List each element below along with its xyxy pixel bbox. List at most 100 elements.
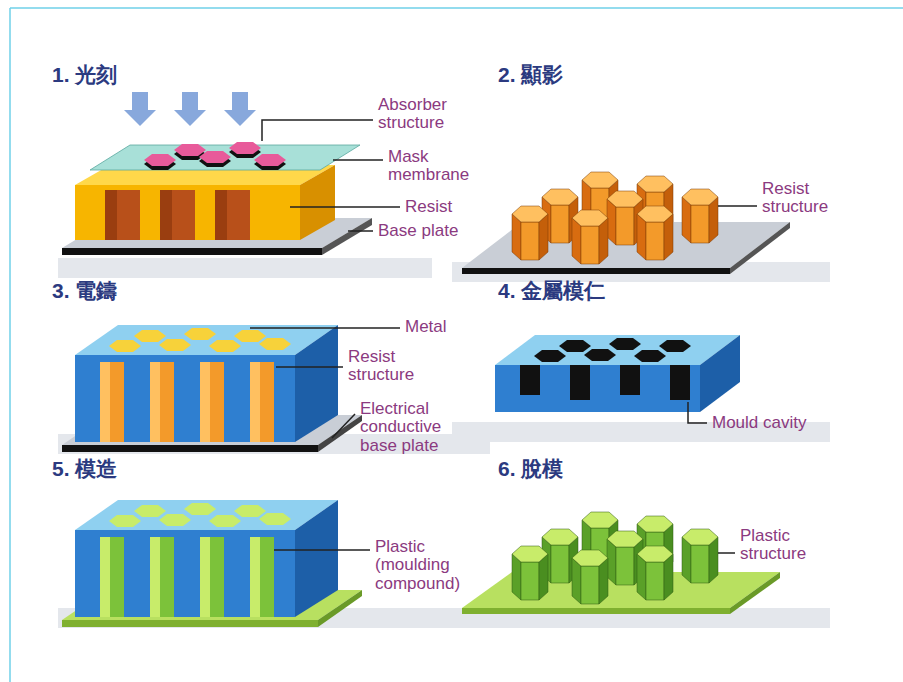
absorber-structure: [144, 154, 176, 166]
plastic-column: [512, 546, 548, 600]
page-frame: [10, 8, 903, 682]
callout-label: Absorber structure: [378, 96, 488, 133]
callout-label: Metal: [405, 318, 485, 336]
metal-block: [75, 355, 295, 442]
mask-membrane: [90, 145, 360, 170]
metal-mould: [584, 349, 616, 361]
x-ray-arrow: [174, 92, 206, 126]
absorber-structure: [229, 142, 261, 154]
metal-block: [150, 537, 160, 617]
metal-block: [159, 339, 191, 351]
base-plate: [322, 218, 372, 255]
metal-mould: [495, 335, 740, 412]
metal-block: [250, 537, 274, 617]
resist-block: [75, 165, 335, 240]
step-title: 3. 電鑄: [52, 278, 252, 303]
resist-block: [215, 190, 227, 240]
leader-line: [333, 159, 383, 161]
metal-mould: [659, 340, 691, 352]
metal-mould: [670, 365, 690, 400]
resist-block: [105, 190, 140, 240]
metal-block: [209, 340, 241, 352]
leader-line: [250, 327, 400, 329]
metal-block: [295, 500, 338, 617]
resist-column: [512, 206, 548, 260]
metal-block: [259, 338, 291, 350]
metal-block: [100, 537, 124, 617]
metal-block: [250, 362, 274, 442]
metal-block: [134, 505, 166, 517]
absorber-structure: [254, 154, 286, 166]
metal-block: [259, 513, 291, 525]
metal-block: [75, 500, 338, 530]
plastic-column: [682, 529, 718, 583]
metal-block: [250, 362, 260, 442]
page-frame: [9, 8, 11, 682]
callout-label: Plastic (moulding compound): [375, 538, 475, 593]
metal-block: [75, 500, 338, 617]
shadow-band: [58, 258, 432, 278]
metal-block: [100, 362, 110, 442]
metal-block: [200, 537, 210, 617]
metal-block: [150, 537, 174, 617]
resist-block: [160, 190, 195, 240]
leader-line: [274, 549, 370, 551]
resist-column: [637, 206, 673, 260]
metal-mould: [534, 350, 566, 362]
metal-block: [109, 515, 141, 527]
metal-block: [75, 325, 338, 355]
metal-block: [150, 362, 160, 442]
resist-block: [75, 185, 300, 240]
metal-mould: [520, 365, 540, 395]
leader-line: [276, 366, 343, 368]
metal-block: [250, 537, 260, 617]
leader-line: [290, 206, 400, 208]
metal-block: [200, 537, 224, 617]
base-plate: [62, 248, 322, 255]
absorber-structure: [199, 151, 231, 163]
x-ray-arrow: [124, 92, 256, 126]
metal-block: [100, 362, 124, 442]
callout-label: Mould cavity: [712, 414, 852, 432]
metal-block: [209, 515, 241, 527]
base-plate: [730, 222, 790, 274]
callout-label: Resist structure: [762, 180, 862, 217]
shadow-band: [58, 258, 830, 628]
leader-line: [250, 120, 757, 553]
callout-label: Plastic structure: [740, 527, 840, 564]
absorber-structure: [174, 144, 206, 156]
leader-line: [348, 230, 373, 232]
plastic-column: [572, 550, 608, 604]
metal-block: [150, 362, 174, 442]
resist-column: [572, 210, 608, 264]
step-title: 5. 模造: [52, 456, 252, 481]
leader-line: [718, 205, 757, 207]
leader-line: [688, 402, 707, 423]
page-frame: [10, 7, 903, 9]
metal-block: [75, 530, 295, 617]
callout-label: Resist: [405, 198, 485, 216]
metal-block: [295, 325, 338, 442]
metal-mould: [495, 335, 740, 365]
callout-label: Base plate: [378, 222, 498, 240]
metal-mould: [559, 340, 591, 352]
metal-block: [184, 503, 216, 515]
metal-block: [100, 537, 110, 617]
metal-block: [234, 330, 266, 342]
step-title: 1. 光刻: [52, 62, 252, 87]
metal-mould: [570, 365, 590, 400]
callout-label: Resist structure: [348, 348, 448, 385]
resist-column: [682, 189, 718, 243]
metal-block: [234, 505, 266, 517]
base-plate: [462, 608, 730, 614]
resist-block: [160, 190, 172, 240]
callout-label: Electrical conductive base plate: [360, 400, 460, 455]
resist-block: [105, 190, 117, 240]
metal-block: [109, 340, 141, 352]
metal-mould: [620, 365, 640, 395]
metal-mould: [495, 365, 700, 412]
resist-block: [215, 190, 250, 240]
leader-line: [332, 414, 355, 438]
base-plate: [62, 620, 318, 627]
